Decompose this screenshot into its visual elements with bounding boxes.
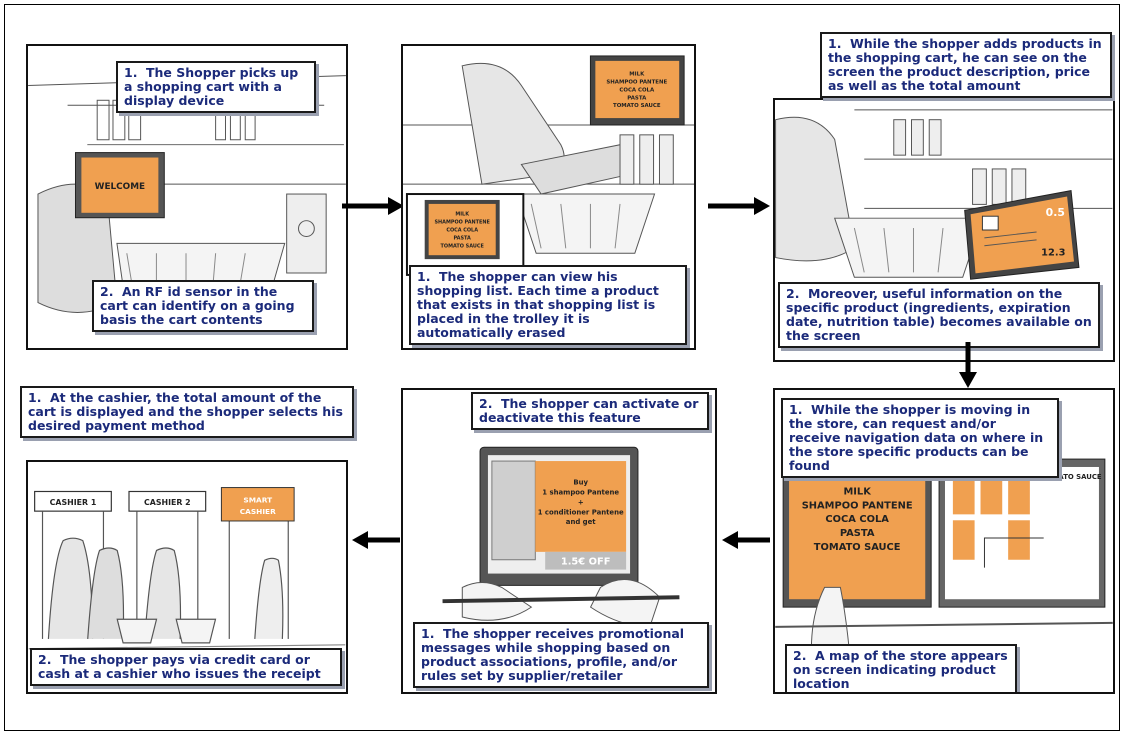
panel-2-shopping-list: MILK SHAMPOO PANTENE COCA COLA PASTA TOM… — [401, 44, 696, 350]
panel-2-caption-1: 1.The shopper can view his shopping list… — [409, 265, 687, 345]
panel-3-screen-price: 0.5 — [1046, 206, 1065, 219]
panel-6-sign-cashier-1: CASHIER 1 — [50, 498, 97, 507]
caption-text: While the shopper is moving in the store… — [789, 402, 1043, 473]
caption-number: 1. — [28, 391, 50, 405]
screen-item: COCA COLA — [825, 514, 889, 525]
screen-item: PASTA — [840, 528, 875, 539]
panel-3-caption-2: 2.Moreover, useful information on the sp… — [778, 282, 1100, 348]
panel-5-promotions: Buy 1 shampoo Pantene + 1 conditioner Pa… — [401, 388, 717, 694]
panel-6-caption-2: 2.The shopper pays via credit card or ca… — [30, 648, 342, 686]
screen-item: MILK — [629, 72, 645, 78]
panel-6-sign-smart-cashier-2: CASHIER — [240, 507, 276, 516]
caption-number: 1. — [789, 403, 811, 417]
promo-line: 1 conditioner Pantene — [538, 508, 624, 516]
caption-number: 1. — [124, 66, 146, 80]
screen-item: SHAMPOO PANTENE — [802, 500, 913, 511]
arrow-left-icon — [722, 530, 770, 550]
arrow-left-icon — [352, 530, 400, 550]
screen-item: COCA COLA — [619, 87, 655, 93]
caption-text: Moreover, useful information on the spec… — [786, 286, 1092, 343]
promo-line: 1 shampoo Pantene — [542, 489, 619, 497]
caption-text: An RF id sensor in the cart can identify… — [100, 284, 295, 327]
caption-number: 2. — [38, 653, 60, 667]
screen-item: COCA COLA — [446, 228, 478, 234]
panel-6-sign-smart-cashier-1: SMART — [243, 495, 272, 504]
caption-number: 2. — [786, 287, 808, 301]
arrow-down-icon — [958, 342, 978, 388]
promo-line: + — [578, 498, 584, 506]
screen-item: TOMATO SAUCE — [441, 243, 484, 249]
arrow-right-icon — [342, 196, 404, 216]
caption-text: A map of the store appears on screen ind… — [793, 648, 1008, 691]
panel-1-screen-text: WELCOME — [95, 182, 145, 192]
caption-number: 2. — [100, 285, 122, 299]
caption-text: The Shopper picks up a shopping cart wit… — [124, 65, 298, 108]
panel-3-screen-total: 12.3 — [1041, 248, 1065, 259]
caption-number: 2. — [793, 649, 815, 663]
caption-number: 1. — [828, 37, 850, 51]
screen-item: TOMATO SAUCE — [613, 103, 661, 109]
screen-item: MILK — [455, 212, 469, 218]
panel-5-promo-offer: 1.5€ OFF — [561, 557, 611, 568]
panel-3-caption-1: 1.While the shopper adds products in the… — [820, 32, 1112, 98]
caption-number: 2. — [479, 397, 501, 411]
panel-5-caption-bottom: 1.The shopper receives promotional messa… — [413, 622, 709, 688]
panel-6-caption-1: 1.At the cashier, the total amount of th… — [20, 386, 354, 438]
screen-item: SHAMPOO PANTENE — [606, 80, 667, 86]
caption-text: The shopper can activate or deactivate t… — [479, 396, 698, 425]
screen-item: TOMATO SAUCE — [814, 542, 901, 553]
promo-line: and get — [566, 518, 596, 526]
caption-text: While the shopper adds products in the s… — [828, 36, 1102, 93]
panel-4-store-navigation: MILK SHAMPOO PANTENE COCA COLA PASTA TOM… — [773, 388, 1115, 694]
caption-text: The shopper receives promotional message… — [421, 626, 684, 683]
caption-number: 1. — [417, 270, 439, 284]
promo-line: Buy — [573, 479, 588, 487]
arrow-right-icon — [708, 196, 770, 216]
screen-item: SHAMPOO PANTENE — [435, 220, 490, 226]
panel-4-caption-2: 2.A map of the store appears on screen i… — [785, 644, 1017, 694]
panel-1-cart-pickup: WELCOME 1.The Shopper picks up a shoppin… — [26, 44, 348, 350]
panel-1-caption-2: 2.An RF id sensor in the cart can identi… — [92, 280, 314, 332]
caption-text: The shopper pays via credit card or cash… — [38, 652, 321, 681]
panel-5-caption-top: 2.The shopper can activate or deactivate… — [471, 392, 709, 430]
caption-text: At the cashier, the total amount of the … — [28, 390, 343, 433]
caption-number: 1. — [421, 627, 443, 641]
screen-item: PASTA — [454, 235, 471, 241]
screen-item: MILK — [843, 487, 871, 498]
screen-item: PASTA — [627, 95, 647, 101]
panel-1-caption-1: 1.The Shopper picks up a shopping cart w… — [116, 61, 316, 113]
panel-4-caption-1: 1.While the shopper is moving in the sto… — [781, 398, 1059, 478]
panel-6-sign-cashier-2: CASHIER 2 — [144, 498, 191, 507]
caption-text: The shopper can view his shopping list. … — [417, 269, 659, 340]
